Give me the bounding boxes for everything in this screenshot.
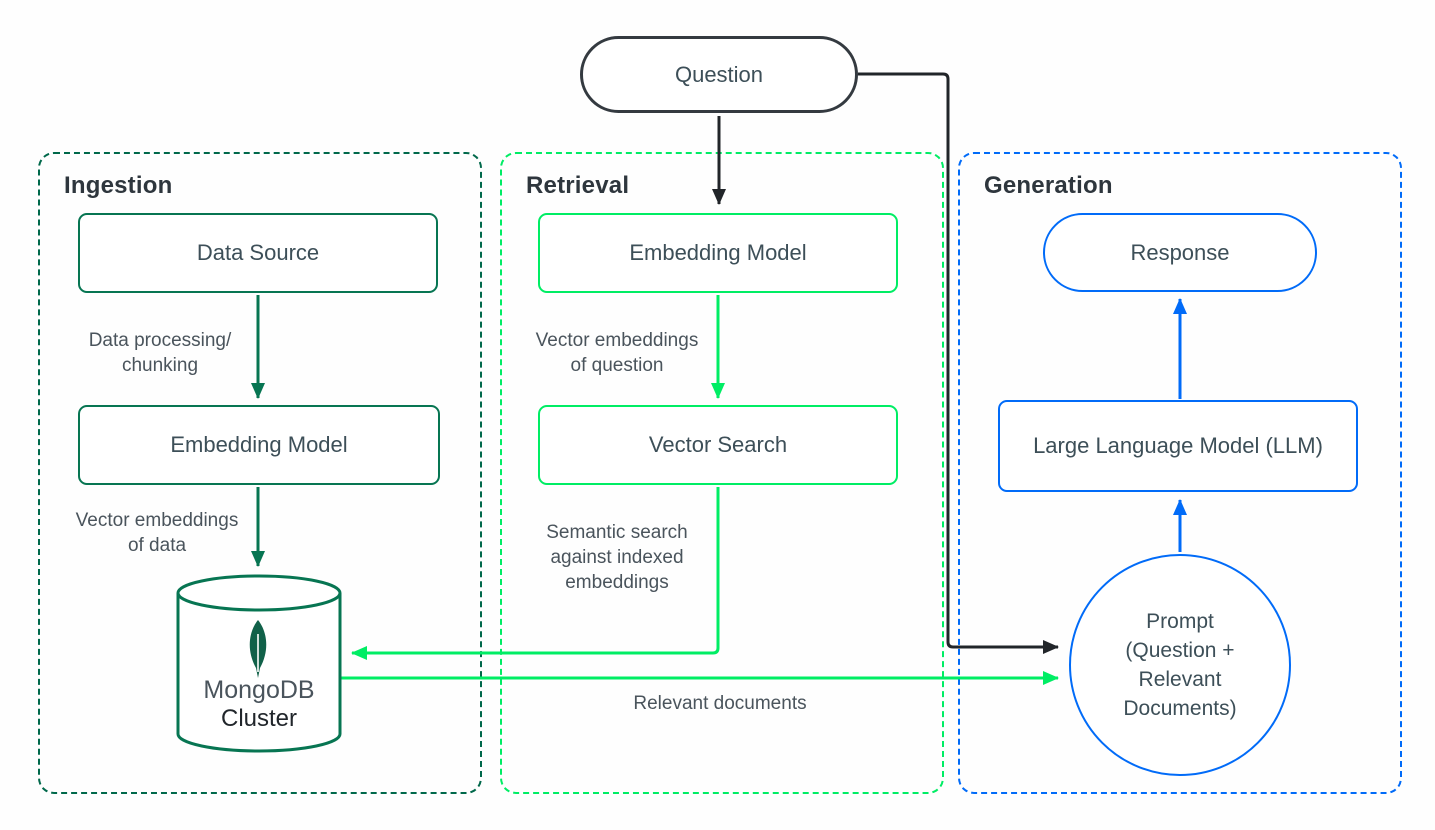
question-node: Question (580, 36, 858, 113)
data-source-node: Data Source (78, 213, 438, 293)
llm-label: Large Language Model (LLM) (1033, 433, 1323, 458)
retrieval-section-title: Retrieval (526, 172, 630, 199)
edge-label-relevant-documents: Relevant documents (633, 693, 807, 714)
ingestion-section-title: Ingestion (64, 172, 173, 199)
retrieval-embedding-model-label: Embedding Model (629, 240, 807, 265)
retrieval-embedding-model-node: Embedding Model (538, 213, 898, 293)
generation-section-title: Generation (984, 172, 1113, 199)
edge-label-data-processing: Data processing/ chunking (88, 330, 232, 376)
edge-label-vector-embeddings-of-question: Vector embeddings of question (535, 330, 699, 376)
response-label: Response (1130, 239, 1230, 265)
question-label: Question (674, 61, 764, 87)
ingestion-embedding-model-label: Embedding Model (170, 432, 348, 457)
ingestion-embedding-model-node: Embedding Model (78, 405, 440, 485)
ingestion-section: Ingestion (38, 152, 482, 794)
edge-label-semantic-search: Semantic search against indexed embeddin… (546, 522, 688, 593)
data-source-label: Data Source (196, 240, 320, 265)
llm-node: Large Language Model (LLM) (998, 400, 1358, 492)
vector-search-label: Vector Search (648, 432, 788, 457)
edge-label-vector-embeddings-of-data: Vector embeddings of data (75, 510, 239, 556)
response-node: Response (1043, 213, 1317, 292)
prompt-node: Prompt (Question + Relevant Documents) (1069, 554, 1291, 776)
vector-search-node: Vector Search (538, 405, 898, 485)
